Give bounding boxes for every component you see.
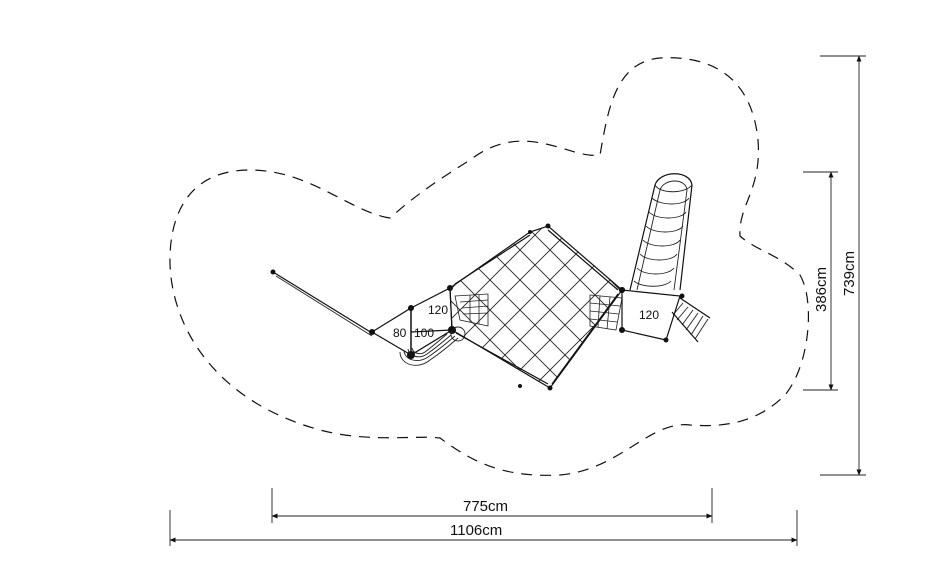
label-left-upper-platform: 120 bbox=[428, 303, 448, 317]
dimension-inner-width: 775cm bbox=[271, 488, 713, 523]
safety-zone-outline bbox=[169, 57, 809, 476]
label-right-platform: 120 bbox=[639, 308, 659, 322]
label-left-mid-b-platform: 100 bbox=[414, 326, 434, 340]
dimension-overall-width: 1106cm bbox=[169, 510, 798, 546]
label-left-mid-a-platform: 80 bbox=[393, 326, 407, 340]
tube-slide bbox=[629, 173, 693, 291]
dimension-overall-height: 739cm bbox=[820, 55, 866, 476]
right-platform bbox=[619, 287, 685, 343]
ladder bbox=[671, 297, 711, 343]
dimension-inner-width-label: 775cm bbox=[463, 498, 508, 515]
dimension-inner-height: 386cm bbox=[803, 171, 838, 391]
dimension-inner-height-label: 386cm bbox=[813, 267, 830, 312]
dimension-overall-width-label: 1106cm bbox=[450, 522, 502, 539]
left-spiral-element bbox=[399, 326, 466, 366]
left-platform-group bbox=[370, 285, 456, 359]
dimension-overall-height-label: 739cm bbox=[841, 251, 858, 296]
left-rope-bar bbox=[270, 269, 375, 337]
